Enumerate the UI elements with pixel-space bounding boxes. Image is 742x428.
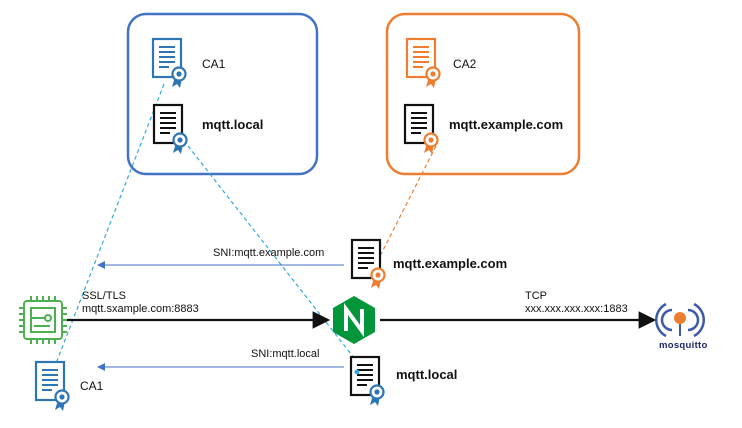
mqtt-example-server-label: mqtt.example.com (393, 256, 508, 271)
ssl-tls-label: SSL/TLS (82, 290, 127, 302)
client-ca1-label: CA1 (80, 379, 104, 393)
mosquitto-icon (655, 302, 705, 338)
chip-icon (19, 296, 67, 344)
client-endpoint-label: mqtt.sxample.com:8883 (82, 303, 199, 315)
ca2-certificate-icon (405, 37, 441, 89)
mosquitto-label: mosquitto (659, 340, 708, 351)
sni-local-label: SNI:mqtt.local (251, 348, 320, 360)
client-ca1-certificate-icon (34, 360, 70, 412)
tcp-label: TCP (525, 290, 547, 302)
ca1-certificate-icon (151, 37, 187, 89)
mqtt-local-server-label: mqtt.local (396, 367, 458, 382)
ca2-group-box (385, 12, 581, 176)
ca1-to-client-trust-line (54, 83, 165, 367)
mqtt-example-cert-link-line (373, 145, 437, 269)
mqtt-local-cert-link-line (187, 145, 363, 369)
ca1-group-box (126, 12, 319, 176)
link-dot (354, 369, 360, 375)
mqtt-local-ca-certificate-icon (152, 103, 188, 155)
ca1-label: CA1 (202, 57, 226, 71)
mqtt-local-server-certificate-icon (349, 355, 385, 407)
ca2-label: CA2 (453, 57, 477, 71)
mqtt-example-ca-label: mqtt.example.com (449, 117, 564, 132)
mqtt-local-ca-label: mqtt.local (202, 117, 264, 132)
mqtt-example-ca-certificate-icon (403, 103, 439, 155)
backend-endpoint-label: xxx.xxx.xxx.xxx:1883 (525, 303, 628, 315)
mqtt-example-server-certificate-icon (350, 238, 386, 290)
sni-example-label: SNI:mqtt.example.com (213, 247, 325, 259)
nginx-icon (333, 296, 375, 344)
